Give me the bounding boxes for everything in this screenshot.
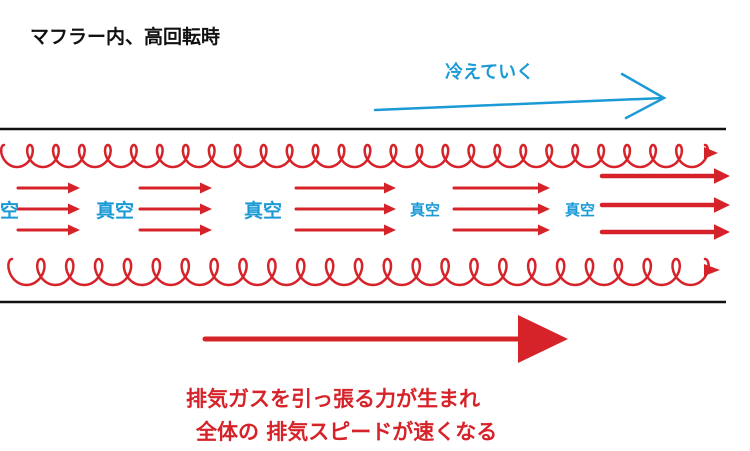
- flow-arrow-head: [68, 203, 80, 215]
- flow-arrow-head: [538, 203, 550, 215]
- flow-arrow-head: [200, 203, 212, 215]
- turbulence-swirl-top: [0, 143, 710, 169]
- caption-line-1: 排気ガスを引っ張る力が生まれ: [186, 387, 480, 411]
- cooling-arrow: [373, 72, 667, 120]
- flow-arrow-group: [16, 168, 730, 240]
- caption-line-2: 全体の 排気スピードが速くなる: [196, 420, 498, 444]
- vacuum-label: 真空: [565, 201, 596, 219]
- vacuum-label: 真空: [96, 200, 135, 222]
- swirl-bottom-arrowhead: [704, 264, 720, 276]
- flow-arrow-head: [384, 182, 396, 194]
- flow-arrow-head: [200, 224, 212, 236]
- flow-arrow-head: [200, 182, 212, 194]
- flow-arrow-head: [714, 224, 730, 240]
- cooling-label: 冷えていく: [445, 62, 535, 83]
- flow-arrow-head: [714, 168, 730, 184]
- diagram-title: マフラー内、高回転時: [30, 26, 221, 48]
- flow-arrow-head: [68, 182, 80, 194]
- big-flow-arrow: [202, 315, 568, 363]
- vacuum-label: 真空: [244, 200, 283, 222]
- vacuum-label: 空: [0, 200, 20, 222]
- flow-arrow-head: [538, 224, 550, 236]
- flow-arrow-head: [538, 182, 550, 194]
- flow-arrow-head: [714, 197, 730, 213]
- flow-arrow-head: [68, 224, 80, 236]
- flow-arrow-head: [384, 203, 396, 215]
- turbulence-swirl-bottom: [7, 257, 710, 287]
- vacuum-label: 真空: [410, 201, 441, 219]
- swirl-top-arrowhead: [704, 147, 718, 159]
- flow-arrow-head: [384, 224, 396, 236]
